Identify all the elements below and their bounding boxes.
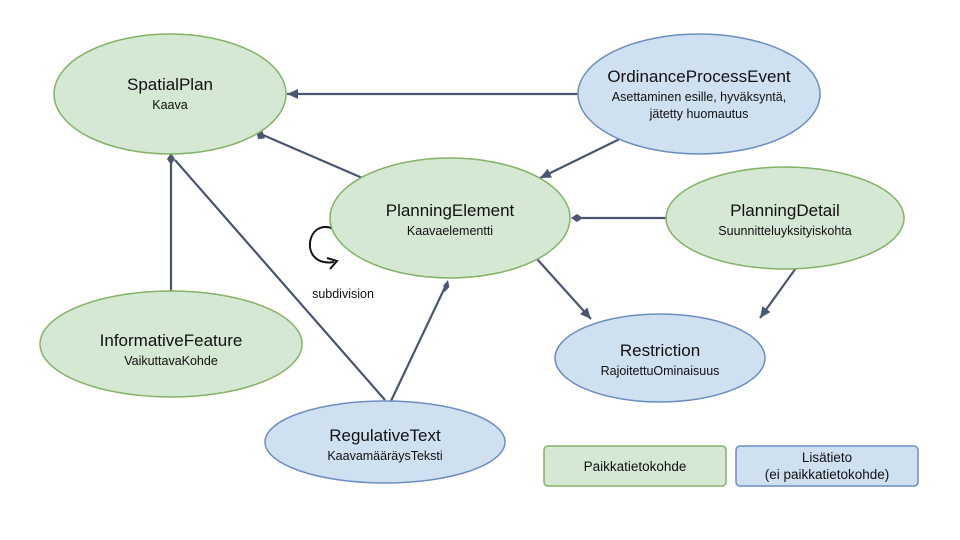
node-restriction-shape <box>554 313 766 403</box>
legend-info-label-2: (ei paikkatietokohde) <box>765 467 890 482</box>
node-regulativetext-title: RegulativeText <box>329 426 441 445</box>
legend: Paikkatietokohde Lisätieto (ei paikkatie… <box>543 445 919 487</box>
node-ordinanceprocessevent-title: OrdinanceProcessEvent <box>607 67 791 86</box>
edge-planningelement-to-restriction <box>536 258 592 320</box>
subdivision-arrowhead <box>326 257 339 270</box>
subdivision-self-loop <box>308 226 340 264</box>
node-informativefeature[interactable]: InformativeFeature VaikuttavaKohde <box>39 290 303 398</box>
node-ordinanceprocessevent[interactable]: OrdinanceProcessEvent Asettaminen esille… <box>577 33 821 155</box>
node-planningdetail-subtitle: Suunnitteluyksityiskohta <box>718 224 851 238</box>
node-regulativetext-subtitle: KaavamääräysTeksti <box>327 449 442 463</box>
composition-diamond-spatialplan-if <box>167 153 175 165</box>
node-spatialplan-subtitle: Kaava <box>152 98 187 112</box>
legend-info-label-1: Lisätieto <box>802 450 852 465</box>
node-regulativetext-shape <box>264 400 506 484</box>
node-spatialplan-shape <box>53 33 287 155</box>
legend-spatial-label: Paikkatietokohde <box>584 459 687 474</box>
node-restriction-title: Restriction <box>620 341 700 360</box>
node-planningelement-title: PlanningElement <box>386 201 515 220</box>
node-planningelement[interactable]: PlanningElement Kaavaelementti <box>329 157 571 279</box>
node-spatialplan-title: SpatialPlan <box>127 75 213 94</box>
node-planningdetail-shape <box>665 166 905 270</box>
node-regulativetext[interactable]: RegulativeText KaavamääräysTeksti <box>264 400 506 484</box>
edge-ordinance-to-planningelement <box>539 132 633 179</box>
subdivision-label: subdivision <box>312 287 374 301</box>
edge-regulativetext-to-planningelement <box>390 282 448 402</box>
legend-spatial-box <box>543 445 727 487</box>
node-planningelement-shape <box>329 157 571 279</box>
node-planningdetail[interactable]: PlanningDetail Suunnitteluyksityiskohta <box>665 166 905 270</box>
node-ordinanceprocessevent-subtitle-1: Asettaminen esille, hyväksyntä, <box>612 90 786 104</box>
node-ordinanceprocessevent-shape <box>577 33 821 155</box>
node-restriction-subtitle: RajoitettuOminaisuus <box>601 364 720 378</box>
node-informativefeature-shape <box>39 290 303 398</box>
legend-info-box <box>735 445 919 487</box>
composition-diamond-planningelement-rt <box>443 280 450 293</box>
edge-planningelement-to-spatialplan <box>255 130 368 182</box>
node-restriction[interactable]: Restriction RajoitettuOminaisuus <box>554 313 766 403</box>
composition-diamond-planningelement-pd <box>571 214 583 222</box>
node-informativefeature-subtitle: VaikuttavaKohde <box>124 354 218 368</box>
edge-planningdetail-to-restriction <box>759 267 797 319</box>
node-planningdetail-title: PlanningDetail <box>730 201 840 220</box>
edge-regulativetext-to-spatialplan <box>174 159 386 401</box>
node-informativefeature-title: InformativeFeature <box>100 331 243 350</box>
node-spatialplan[interactable]: SpatialPlan Kaava <box>53 33 287 155</box>
node-ordinanceprocessevent-subtitle-2: jätetty huomautus <box>649 107 749 121</box>
node-planningelement-subtitle: Kaavaelementti <box>407 224 493 238</box>
